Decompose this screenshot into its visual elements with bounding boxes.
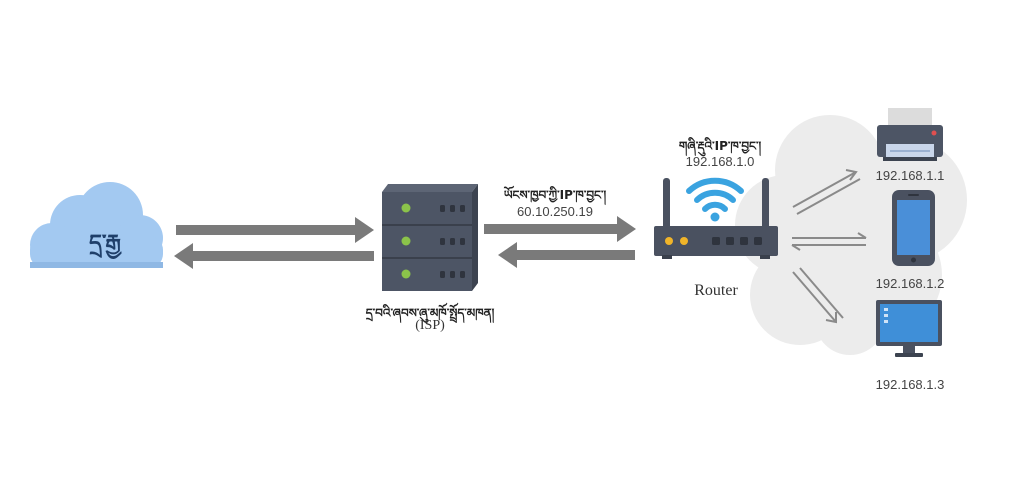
phone-icon xyxy=(892,190,935,266)
isp-name-label: དྲ་བའི་ཞབས་ཞུ་མཁོ་སྤྲོད་མཁན། xyxy=(365,306,495,320)
desktop-ip: 192.168.1.3 xyxy=(875,377,945,392)
internet-label: དྲ་རྒྱ xyxy=(89,231,121,256)
private-ip-label: གཞི་རྡུའི་IP་ཁ་བྱང་། xyxy=(678,139,762,153)
printer-icon xyxy=(877,108,943,161)
desktop-icon xyxy=(876,300,942,357)
internet-cloud-icon xyxy=(30,182,163,268)
router-label: Router xyxy=(694,282,738,299)
router-icon xyxy=(654,177,778,259)
isp-router-arrows xyxy=(484,216,636,268)
private-ip-value: 192.168.1.0 xyxy=(685,154,755,169)
server-icon xyxy=(382,184,478,291)
router-device-arrows xyxy=(791,169,867,324)
public-ip-label: ཡོངས་ཁྱབ་ཀྱི་IP་ཁ་བྱང་། xyxy=(503,188,607,202)
phone-ip: 192.168.1.2 xyxy=(875,276,945,291)
internet-isp-arrows xyxy=(174,217,374,269)
public-ip-value: 60.10.250.19 xyxy=(517,204,593,219)
isp-abbr-label: (ISP) xyxy=(415,318,445,333)
printer-ip: 192.168.1.1 xyxy=(875,168,945,183)
